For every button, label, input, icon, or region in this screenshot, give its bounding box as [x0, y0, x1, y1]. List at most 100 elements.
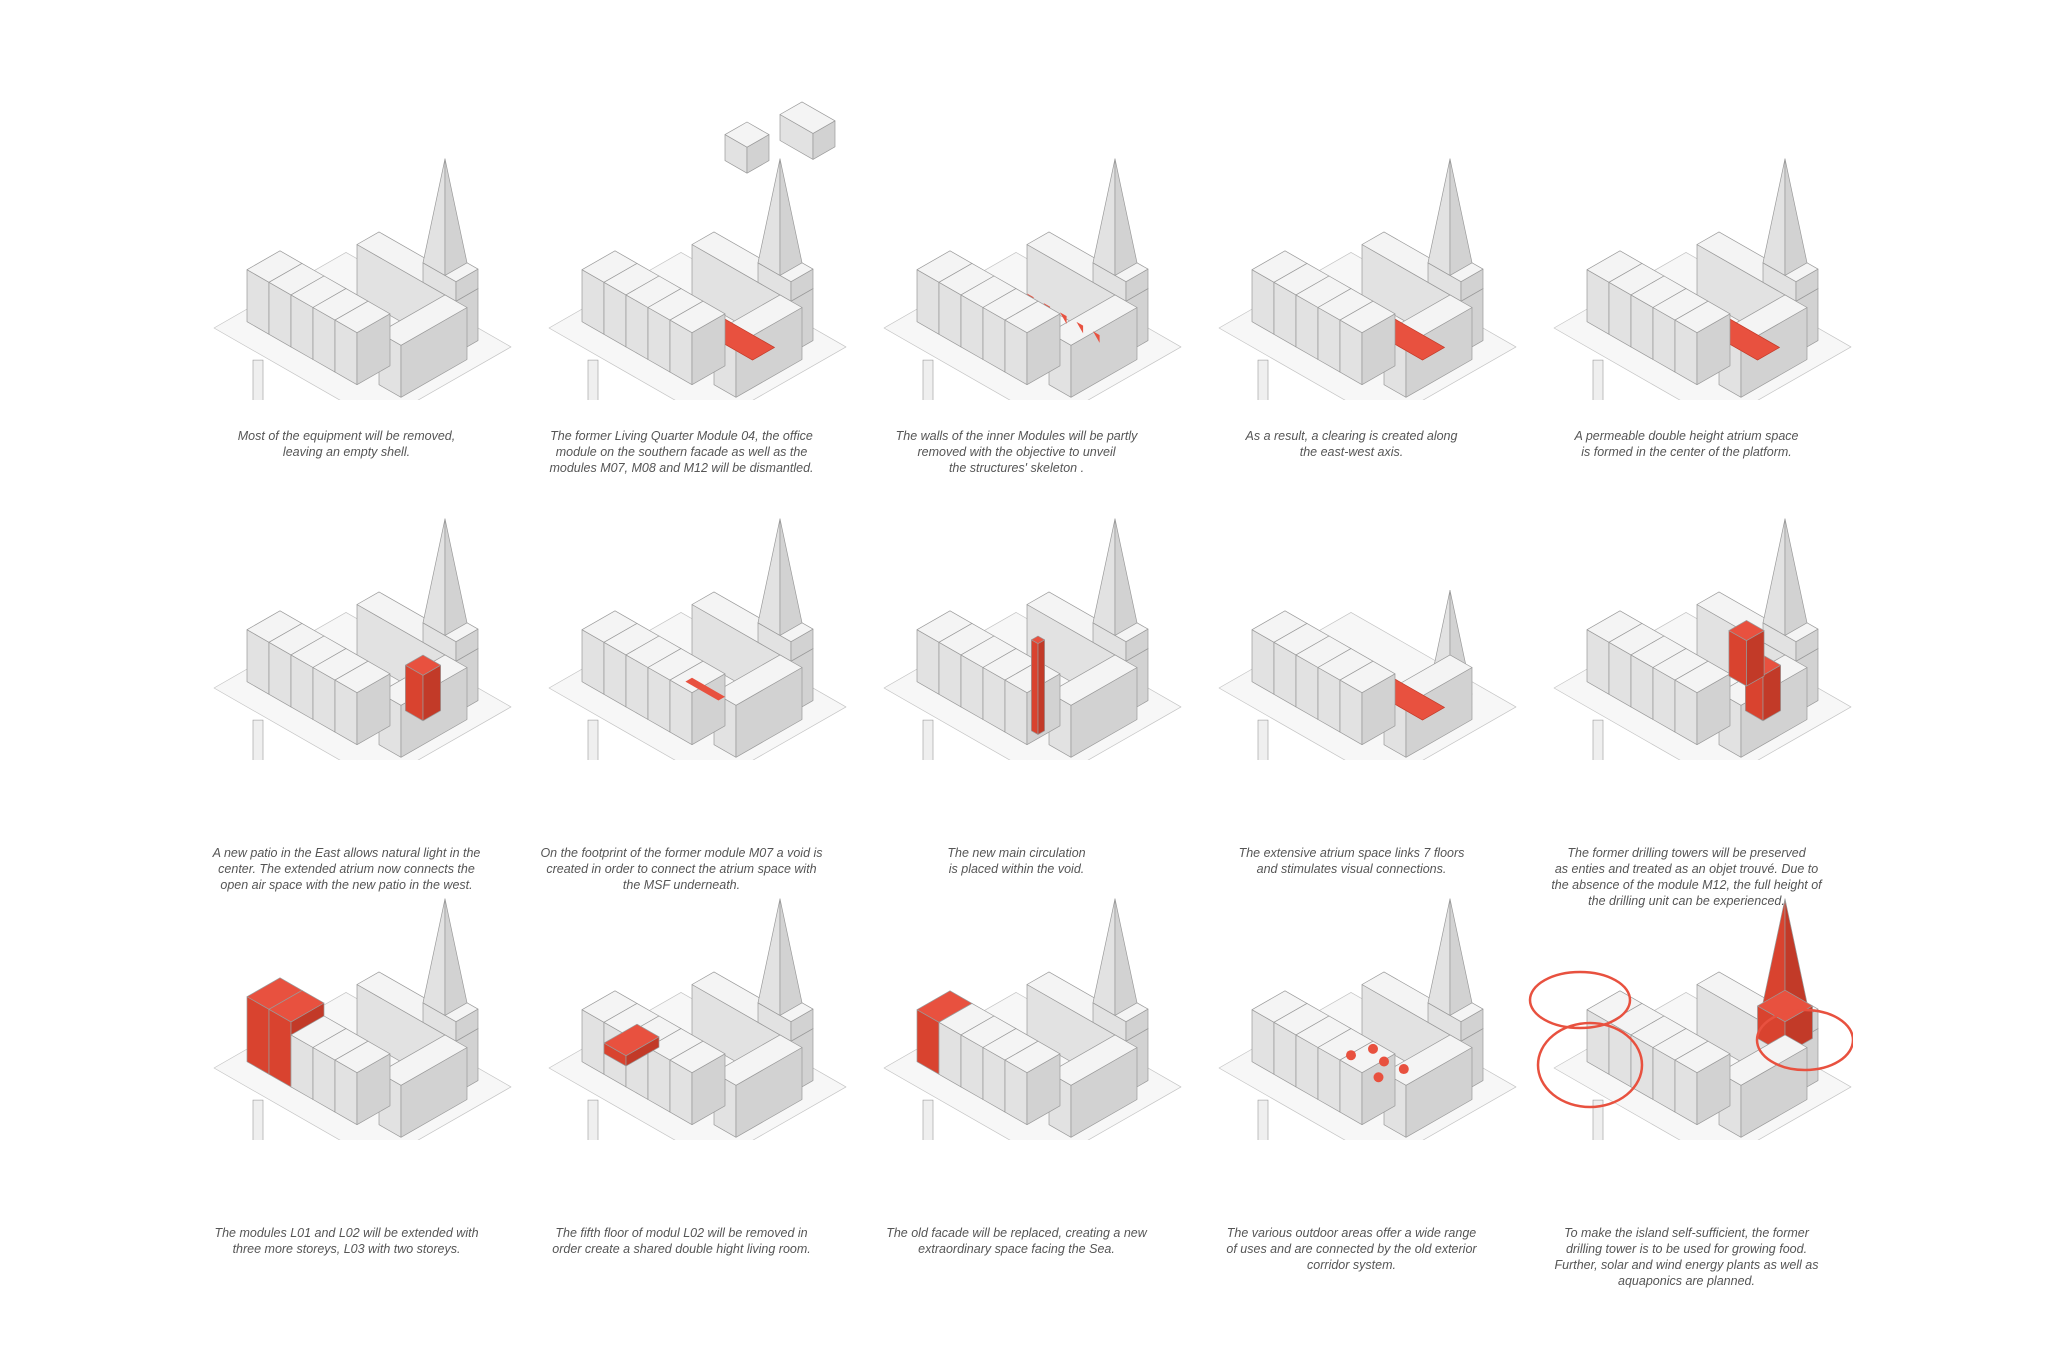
circulation-core: [1031, 635, 1045, 644]
drilling-tower: [1762, 518, 1786, 636]
drilling-tower: [779, 518, 803, 636]
step-caption: The various outdoor areas offer a wide r…: [1226, 1226, 1477, 1272]
drilling-tower: [1114, 518, 1138, 636]
drilling-tower: [779, 158, 803, 276]
drilling-tower: [422, 518, 446, 636]
platform-leg: [587, 359, 599, 400]
drilling-tower: [1427, 898, 1451, 1016]
axonometric-drawing: [515, 800, 848, 1140]
step-caption: The extensive atrium space links 7 floor…: [1238, 846, 1465, 876]
patio-highlight: [405, 654, 441, 676]
module-front: [1339, 300, 1396, 334]
drilling-tower: [1762, 158, 1786, 276]
step-caption: The modules L01 and L02 will be extended…: [214, 1226, 479, 1256]
drilling-tower: [1784, 518, 1808, 636]
drilling-tower: [1092, 898, 1116, 1016]
outdoor-area-marker: [1346, 1050, 1356, 1061]
axonometric-drawing: [1185, 60, 1518, 400]
energy-ring: [1528, 970, 1632, 1030]
axonometric-drawing: [180, 420, 513, 760]
drilling-tower: [1114, 898, 1138, 1016]
platform-leg: [1257, 719, 1269, 760]
tower-base: [1757, 989, 1813, 1023]
outdoor-area-marker: [1398, 1064, 1409, 1075]
platform-leg: [922, 1099, 934, 1140]
drilling-tower: [779, 898, 803, 1016]
module-front: [1674, 1040, 1731, 1074]
module-front: [1004, 1040, 1061, 1074]
axonometric-drawing: [1520, 420, 1853, 760]
drilling-tower: [1449, 898, 1473, 1016]
drilling-tower: [444, 518, 468, 636]
removed-wall-marker: [1076, 321, 1084, 334]
step-caption: The new main circulation is placed withi…: [947, 846, 1086, 876]
step-caption: The old facade will be replaced, creatin…: [886, 1226, 1147, 1256]
module-front: [1339, 660, 1396, 694]
axonometric-drawing: [850, 800, 1183, 1140]
module-front: [1004, 300, 1061, 334]
module-front: [669, 300, 726, 334]
drilling-tower: [1092, 518, 1116, 636]
removed-wall-marker: [1043, 302, 1051, 315]
drilling-tower: [444, 158, 468, 276]
drilling-tower: [1092, 158, 1116, 276]
drilling-tower: [1449, 158, 1473, 276]
platform-leg: [587, 719, 599, 760]
step-caption: Most of the equipment will be removed, l…: [237, 429, 456, 459]
drilling-tower: [757, 158, 781, 276]
drilling-tower: [422, 158, 446, 276]
dismantled-module: [779, 101, 836, 134]
module-front: [268, 1008, 292, 1088]
platform-leg: [1592, 719, 1604, 760]
platform-leg: [1257, 359, 1269, 400]
drilling-tower: [757, 518, 781, 636]
removed-wall-marker: [1093, 331, 1100, 343]
drilling-tower: [422, 898, 446, 1016]
module-front: [1674, 660, 1731, 694]
drilling-tower: [1114, 158, 1138, 276]
step-caption: The former Living Quarter Module 04, the…: [549, 429, 814, 475]
module-east: [713, 1034, 803, 1086]
module-east: [1048, 654, 1138, 706]
dismantled-module: [724, 121, 770, 148]
energy-ring: [1536, 1021, 1644, 1109]
axonometric-drawing: [850, 420, 1183, 760]
axonometric-drawing: [515, 420, 848, 760]
platform-leg: [1257, 1099, 1269, 1140]
drilling-tower: [1784, 158, 1808, 276]
drilling-tower: [444, 898, 468, 1016]
step-caption: On the footprint of the former module M0…: [540, 846, 823, 892]
platform-leg: [252, 719, 264, 760]
module-east: [713, 654, 803, 706]
drilling-tower: [757, 898, 781, 1016]
axonometric-drawing: [180, 800, 513, 1140]
module-east: [378, 1034, 468, 1086]
module-front: [334, 300, 391, 334]
axonometric-drawing: [1185, 800, 1518, 1140]
platform-leg: [252, 1099, 264, 1140]
module-front: [268, 990, 325, 1023]
step-caption: The walls of the inner Modules will be p…: [895, 429, 1138, 475]
circulation-core: [1037, 639, 1045, 735]
tower-highlight: [1728, 620, 1765, 641]
outdoor-area-marker: [1368, 1043, 1378, 1054]
module-front: [669, 1040, 726, 1074]
outdoor-area-marker: [1373, 1072, 1384, 1083]
platform-leg: [252, 359, 264, 400]
void-highlight: [685, 677, 725, 701]
module-east: [1048, 1034, 1138, 1086]
living-room: [603, 1023, 660, 1057]
module-front: [1674, 300, 1731, 334]
step-caption: The former drilling towers will be prese…: [1551, 846, 1822, 908]
energy-ring: [1755, 1008, 1853, 1072]
platform-leg: [587, 1099, 599, 1140]
axonometric-drawing: [1520, 60, 1853, 400]
platform-leg: [922, 359, 934, 400]
platform-leg: [1592, 359, 1604, 400]
module-front: [334, 660, 391, 694]
module-front: [669, 660, 726, 694]
step-caption: To make the island self-sufficient, the …: [1554, 1226, 1819, 1288]
axonometric-drawing: [1185, 420, 1518, 760]
axonometric-drawing: [850, 60, 1183, 400]
